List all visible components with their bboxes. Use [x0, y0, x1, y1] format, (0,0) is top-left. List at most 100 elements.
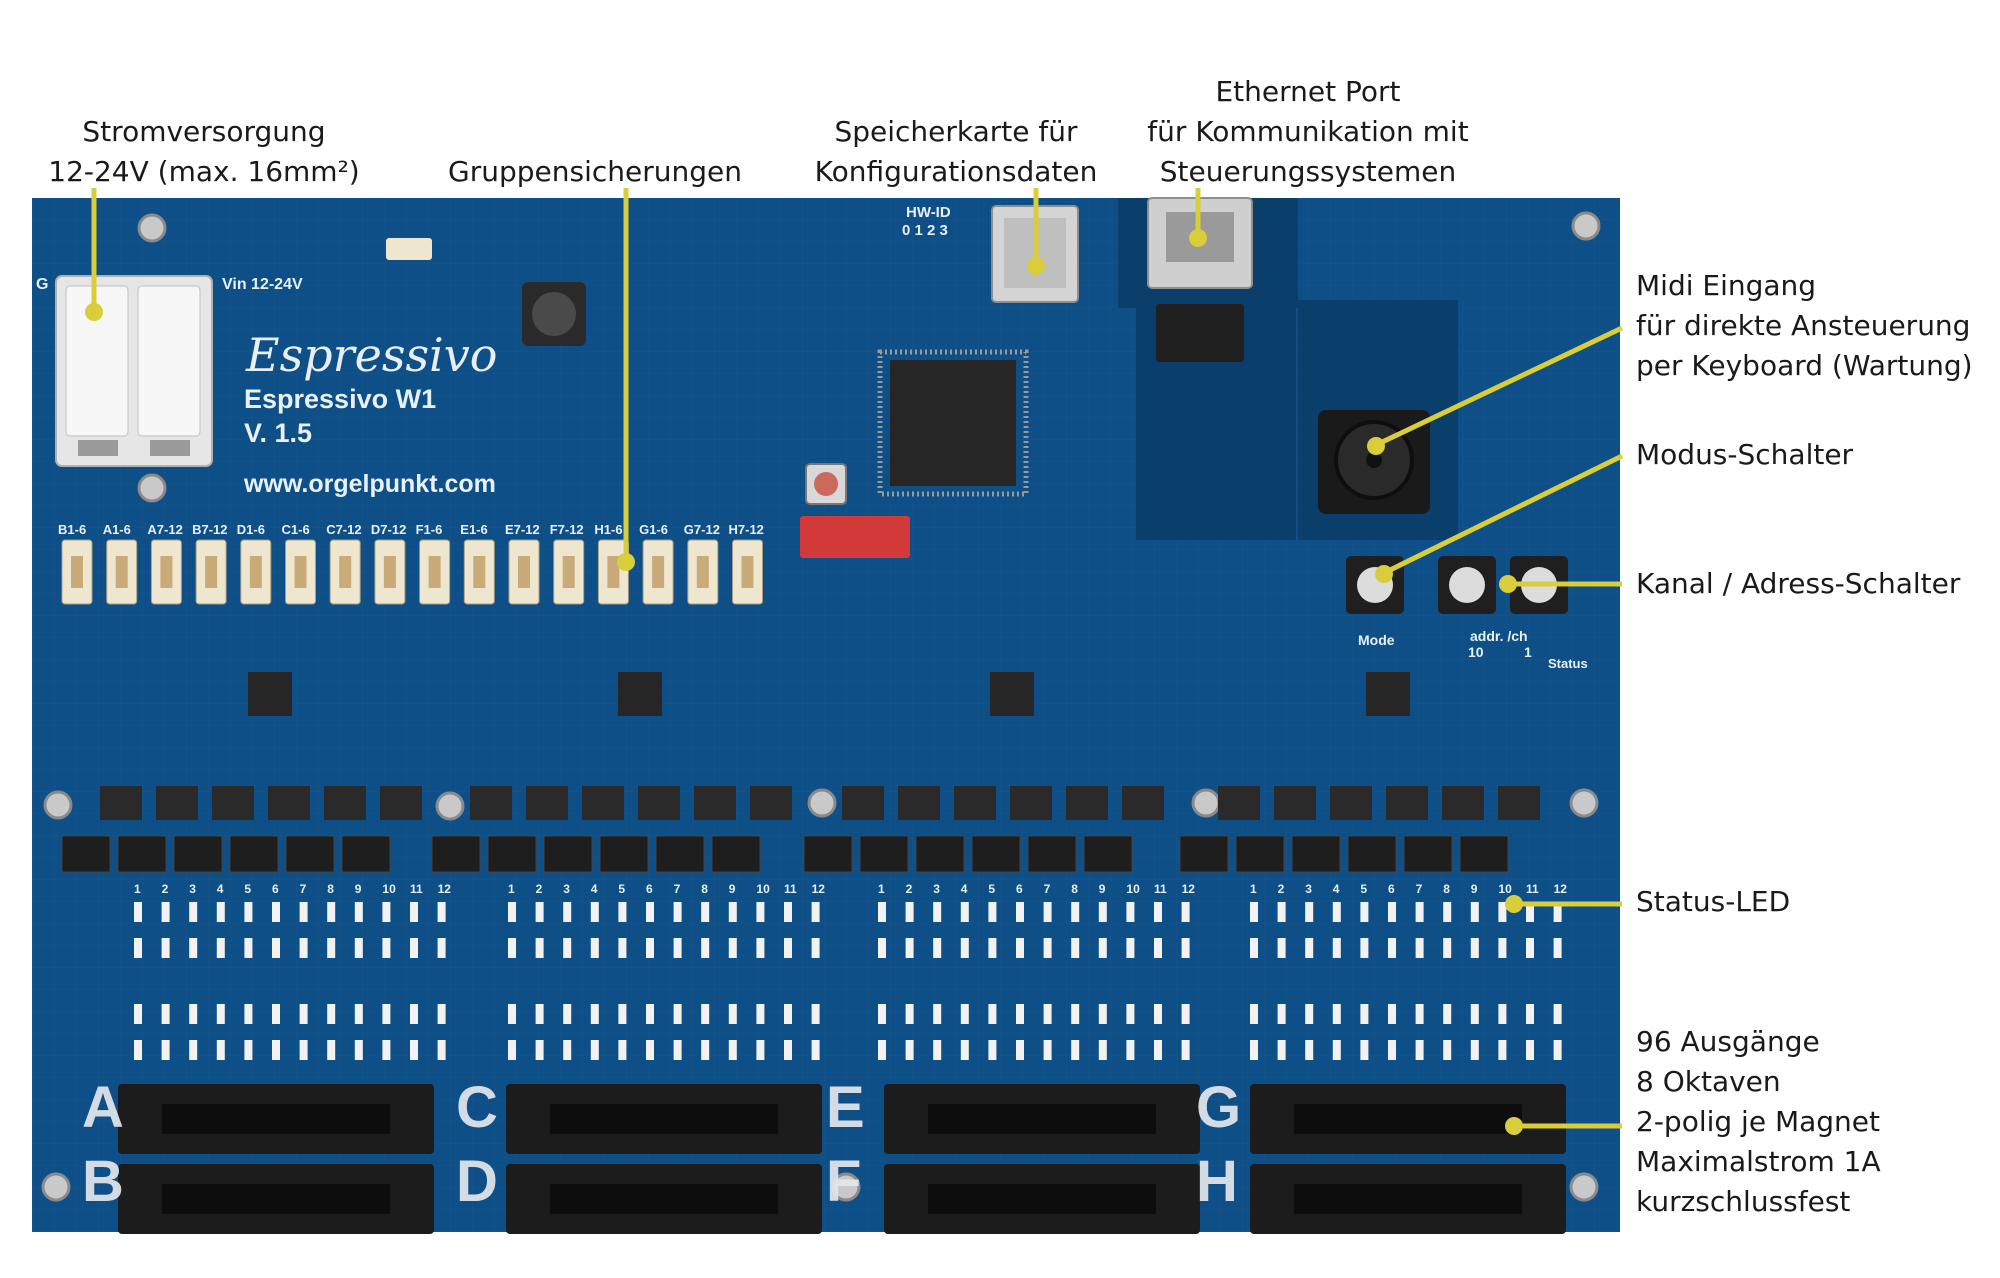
- callout-lines: [85, 188, 1624, 1135]
- status-led: [1277, 1040, 1286, 1060]
- status-led: [933, 902, 942, 922]
- status-led: [905, 1040, 914, 1060]
- status-led: [535, 938, 544, 958]
- fuse-element: [339, 556, 352, 588]
- fuse-element: [473, 556, 486, 588]
- status-led: [728, 938, 737, 958]
- bank-letter: C: [456, 1075, 498, 1140]
- status-led: [1388, 938, 1396, 958]
- status-led: [299, 902, 308, 922]
- status-led: [878, 938, 886, 958]
- status-led: [189, 938, 198, 958]
- callout-midi: Midi Eingang für direkte Ansteuerung per…: [1636, 266, 1973, 386]
- status-led: [508, 902, 516, 922]
- callout-midi-line3: per Keyboard (Wartung): [1636, 349, 1973, 382]
- pin-number: 7: [1415, 882, 1423, 896]
- status-led: [563, 1040, 572, 1060]
- pin-number: 12: [811, 882, 825, 896]
- diode-array: [285, 835, 335, 873]
- status-led: [933, 938, 942, 958]
- pin-number: 6: [272, 882, 279, 896]
- driver-ic: [1010, 786, 1052, 820]
- callout-ethernet: Ethernet Port für Kommunikation mit Steu…: [1147, 72, 1468, 192]
- status-led: [1181, 938, 1190, 958]
- diode-array: [1403, 835, 1453, 873]
- status-led: [1443, 1004, 1452, 1024]
- fuse-label: B7-12: [192, 522, 228, 537]
- silk-addr-1: 1: [1524, 644, 1532, 660]
- status-led: [618, 1040, 627, 1060]
- status-led: [272, 902, 280, 922]
- status-led: [1360, 1040, 1369, 1060]
- driver-ic: [694, 786, 736, 820]
- status-led: [437, 938, 446, 958]
- status-led: [960, 1004, 969, 1024]
- connector-slot: [550, 1104, 778, 1134]
- fuse-label: E1-6: [460, 522, 488, 537]
- pin-number: 7: [673, 882, 681, 896]
- status-led: [1043, 1040, 1052, 1060]
- fuse-label: H7-12: [728, 522, 764, 537]
- mounting-hole: [831, 1172, 861, 1202]
- driver-ic: [898, 786, 940, 820]
- status-led: [1332, 938, 1341, 958]
- status-led: [244, 938, 253, 958]
- fuse-element: [294, 556, 307, 588]
- controller-ic: [618, 672, 662, 716]
- status-led: [354, 1004, 363, 1024]
- callout-modus: Modus-Schalter: [1636, 435, 1853, 475]
- fuse-element: [562, 556, 575, 588]
- status-led: [590, 1040, 599, 1060]
- callout-dot-status-led: [1505, 895, 1523, 913]
- status-led: [1277, 938, 1286, 958]
- status-led: [618, 1004, 627, 1024]
- diode-array: [61, 835, 111, 873]
- status-led: [1443, 938, 1452, 958]
- bank-letter: E: [826, 1075, 865, 1140]
- status-led: [1360, 1004, 1369, 1024]
- status-led: [563, 902, 572, 922]
- status-led: [673, 1040, 682, 1060]
- silk-addr-10: 10: [1468, 644, 1484, 660]
- fuse-label: C7-12: [326, 522, 362, 537]
- status-led: [1250, 1040, 1258, 1060]
- status-led: [878, 1004, 886, 1024]
- status-led: [134, 1040, 142, 1060]
- silk-status: Status: [1548, 656, 1588, 671]
- mounting-hole: [807, 788, 837, 818]
- connector-slot: [928, 1184, 1156, 1214]
- pin-number: 7: [1043, 882, 1051, 896]
- status-led: [988, 938, 997, 958]
- status-led: [1332, 1040, 1341, 1060]
- status-led: [905, 902, 914, 922]
- silk-model: Espressivo W1: [244, 384, 437, 414]
- diode-array: [971, 835, 1021, 873]
- status-led: [161, 938, 170, 958]
- diode-array: [1235, 835, 1285, 873]
- power-inductor-core: [532, 292, 576, 336]
- pin-number: 9: [354, 882, 362, 896]
- pin-number: 10: [382, 882, 396, 896]
- status-led: [189, 1004, 198, 1024]
- status-led: [1016, 1040, 1024, 1060]
- status-led: [244, 902, 253, 922]
- status-led: [784, 938, 792, 958]
- status-led: [811, 902, 820, 922]
- midi-din-socket: [1318, 410, 1430, 514]
- status-led: [437, 902, 446, 922]
- status-led: [590, 938, 599, 958]
- fuse-label: A1-6: [102, 522, 131, 537]
- connector-slot: [1294, 1104, 1522, 1134]
- driver-ic: [750, 786, 792, 820]
- driver-ic: [1218, 786, 1260, 820]
- diode-array: [859, 835, 909, 873]
- status-led: [1181, 1004, 1190, 1024]
- status-led: [784, 1040, 792, 1060]
- pin-number: 11: [1526, 882, 1539, 896]
- status-led: [673, 1004, 682, 1024]
- callout-speicherkarte-line2: Konfigurationsdaten: [814, 155, 1098, 188]
- status-led: [1154, 902, 1162, 922]
- callout-ausgaenge-line1: 96 Ausgänge: [1636, 1025, 1820, 1058]
- pin-number: 6: [1388, 882, 1395, 896]
- status-led: [327, 938, 336, 958]
